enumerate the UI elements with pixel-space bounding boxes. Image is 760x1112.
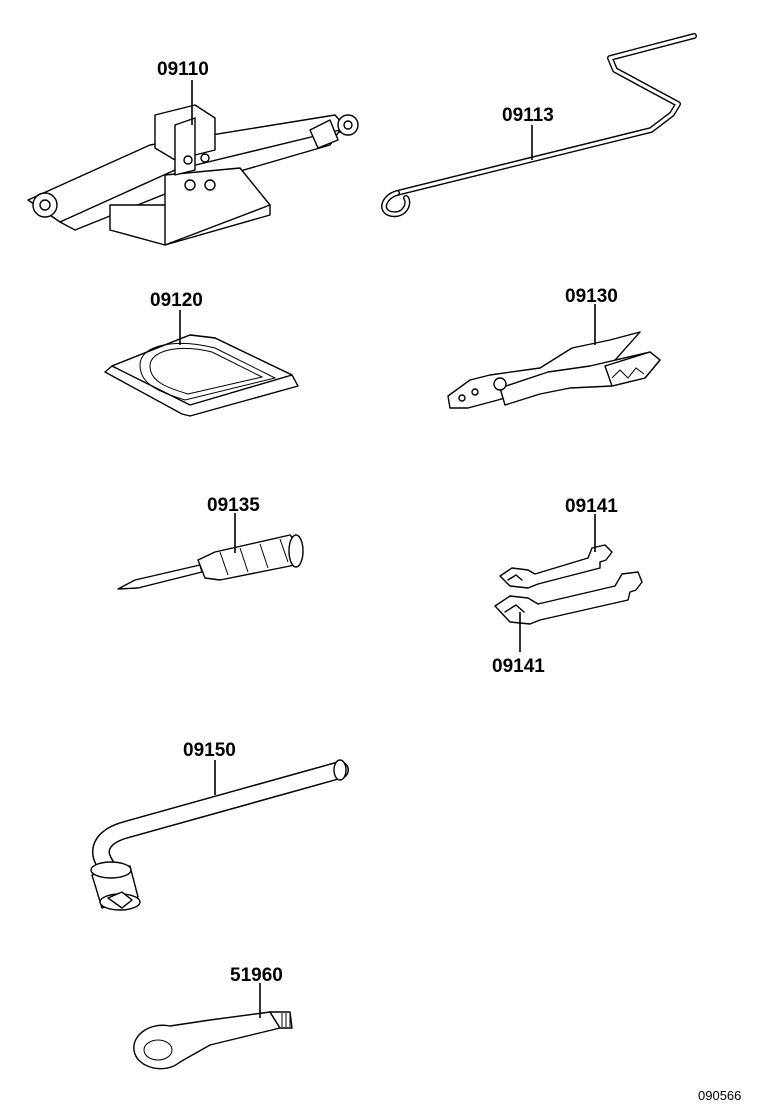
part-label: 51960 (230, 965, 283, 986)
part-label: 09130 (565, 286, 618, 307)
jack-handle-illustration (381, 33, 697, 218)
wrench-small-illustration (499, 544, 613, 589)
pliers-illustration (447, 331, 661, 409)
towing-eye-illustration (133, 1011, 293, 1070)
part-label: 09150 (183, 740, 236, 761)
diagram-code: 090566 (698, 1088, 741, 1103)
part-label: 09141 (492, 656, 545, 677)
part-label: 09141 (565, 496, 618, 517)
screwdriver-illustration (117, 534, 304, 590)
part-label: 09110 (157, 59, 209, 80)
jack-illustration (27, 104, 359, 246)
tool-bag-illustration (104, 334, 299, 417)
part-label: 09135 (207, 495, 260, 516)
part-label: 09113 (502, 105, 554, 126)
lug-wrench-illustration (90, 759, 349, 911)
part-label: 09120 (150, 290, 203, 311)
wrench-large-illustration (494, 571, 643, 625)
